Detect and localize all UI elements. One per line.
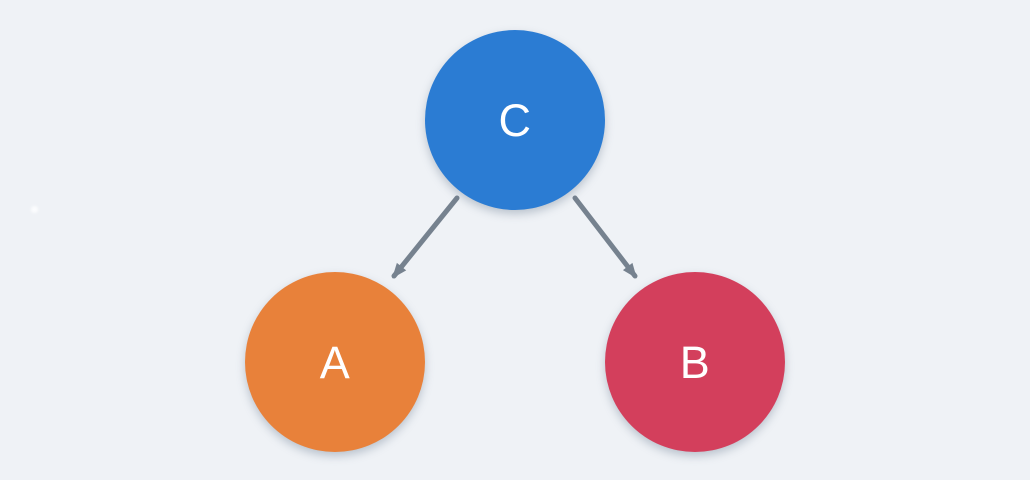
edge-c-to-a <box>391 195 460 279</box>
node-a-label: A <box>319 336 351 388</box>
node-b-label: B <box>679 336 711 388</box>
node-c-label: C <box>498 94 532 146</box>
node-a[interactable]: A <box>245 272 425 452</box>
stray-white-dot <box>31 206 38 213</box>
edge-c-to-b <box>572 195 638 279</box>
node-b[interactable]: B <box>605 272 785 452</box>
node-c[interactable]: C <box>425 30 605 210</box>
